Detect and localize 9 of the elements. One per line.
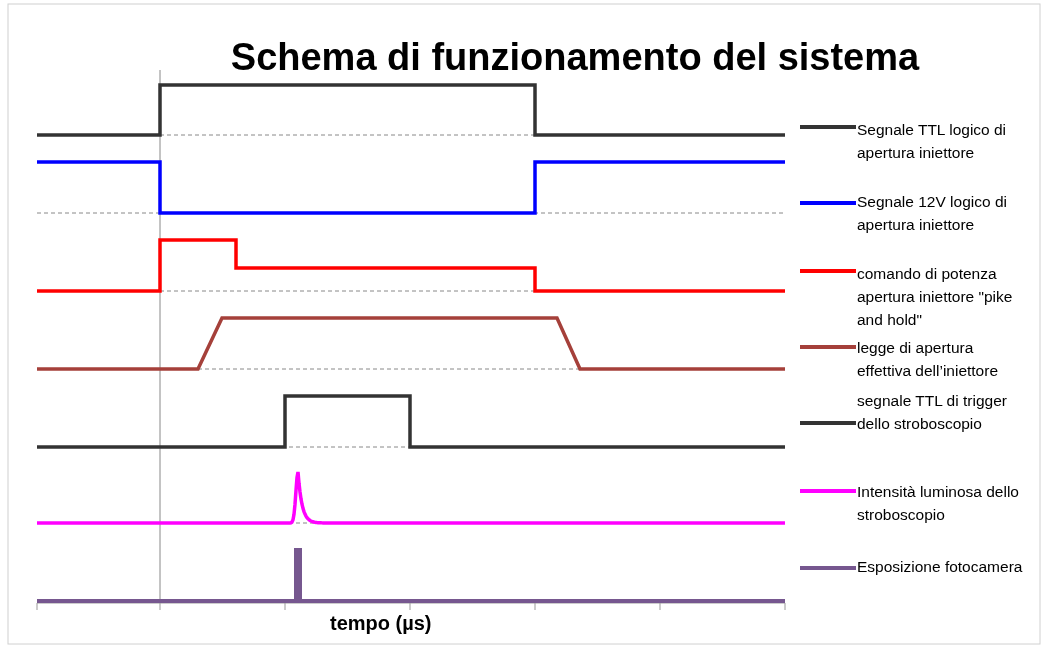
legend-label: legge di apertura effettiva dell’iniettore: [857, 338, 1000, 381]
legend-label: segnale TTL di trigger dello stroboscopio: [857, 391, 1008, 434]
legend-label: Intensità luminosa dello stroboscopio: [857, 482, 1020, 525]
legend-label: Esposizione fotocamera: [857, 557, 1024, 577]
chart-title: Schema di funzionamento del sistema: [229, 36, 921, 79]
legend-label: Segnale 12V logico di apertura iniettore: [857, 192, 1008, 235]
legend-label: comando di potenza apertura iniettore "pike and hold": [857, 264, 1014, 330]
legend-label: Segnale TTL logico di apertura iniettore: [857, 120, 1008, 163]
axis-title: tempo (µs): [330, 612, 432, 635]
